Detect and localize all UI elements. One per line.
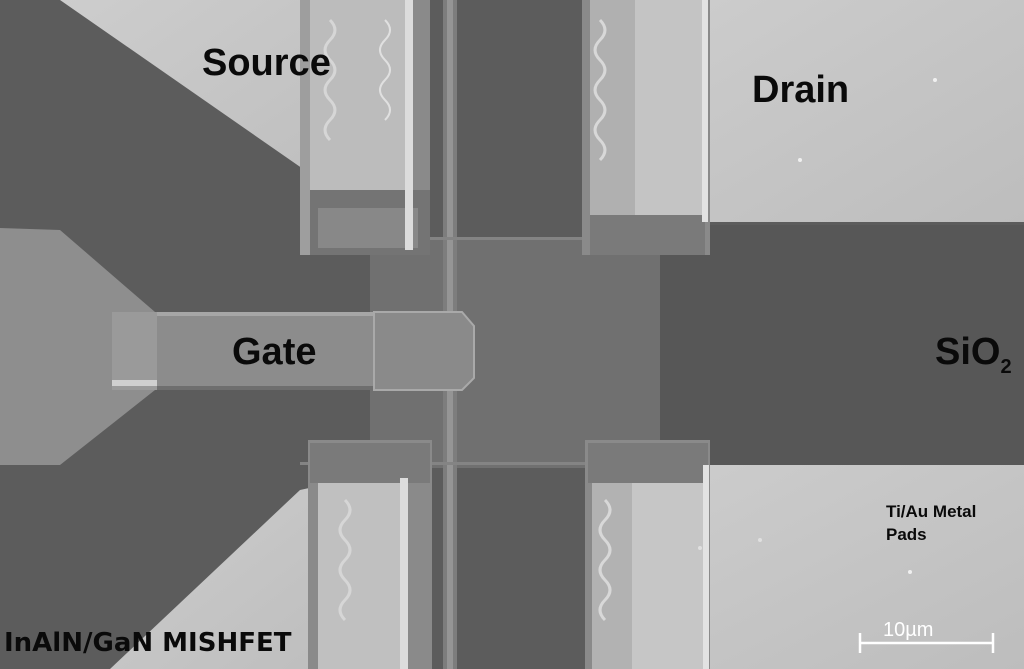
device-label: InAlN/GaN MISHFET [4,628,292,658]
source-label: Source [202,42,331,84]
sio2-region [660,225,1024,465]
metal-pads-label-line1: Ti/Au Metal [886,502,977,521]
metal-pads-label-line2: Pads [886,525,927,544]
source-pad [60,0,355,205]
drain-label: Drain [752,69,850,111]
drain-pad [655,0,1024,222]
gate-pad [0,228,155,465]
gate-label: Gate [232,331,317,373]
scale-bar [858,633,995,653]
sio2-label-subscript: 2 [1000,356,1012,378]
scale-bar-label: 10µm [883,619,934,641]
source-pad-lower [110,478,355,669]
metal-pads-label: Ti/Au Metal Pads [886,500,976,546]
sio2-label-main: SiO [935,331,1001,373]
sio2-label: SiO2 [935,331,1012,379]
